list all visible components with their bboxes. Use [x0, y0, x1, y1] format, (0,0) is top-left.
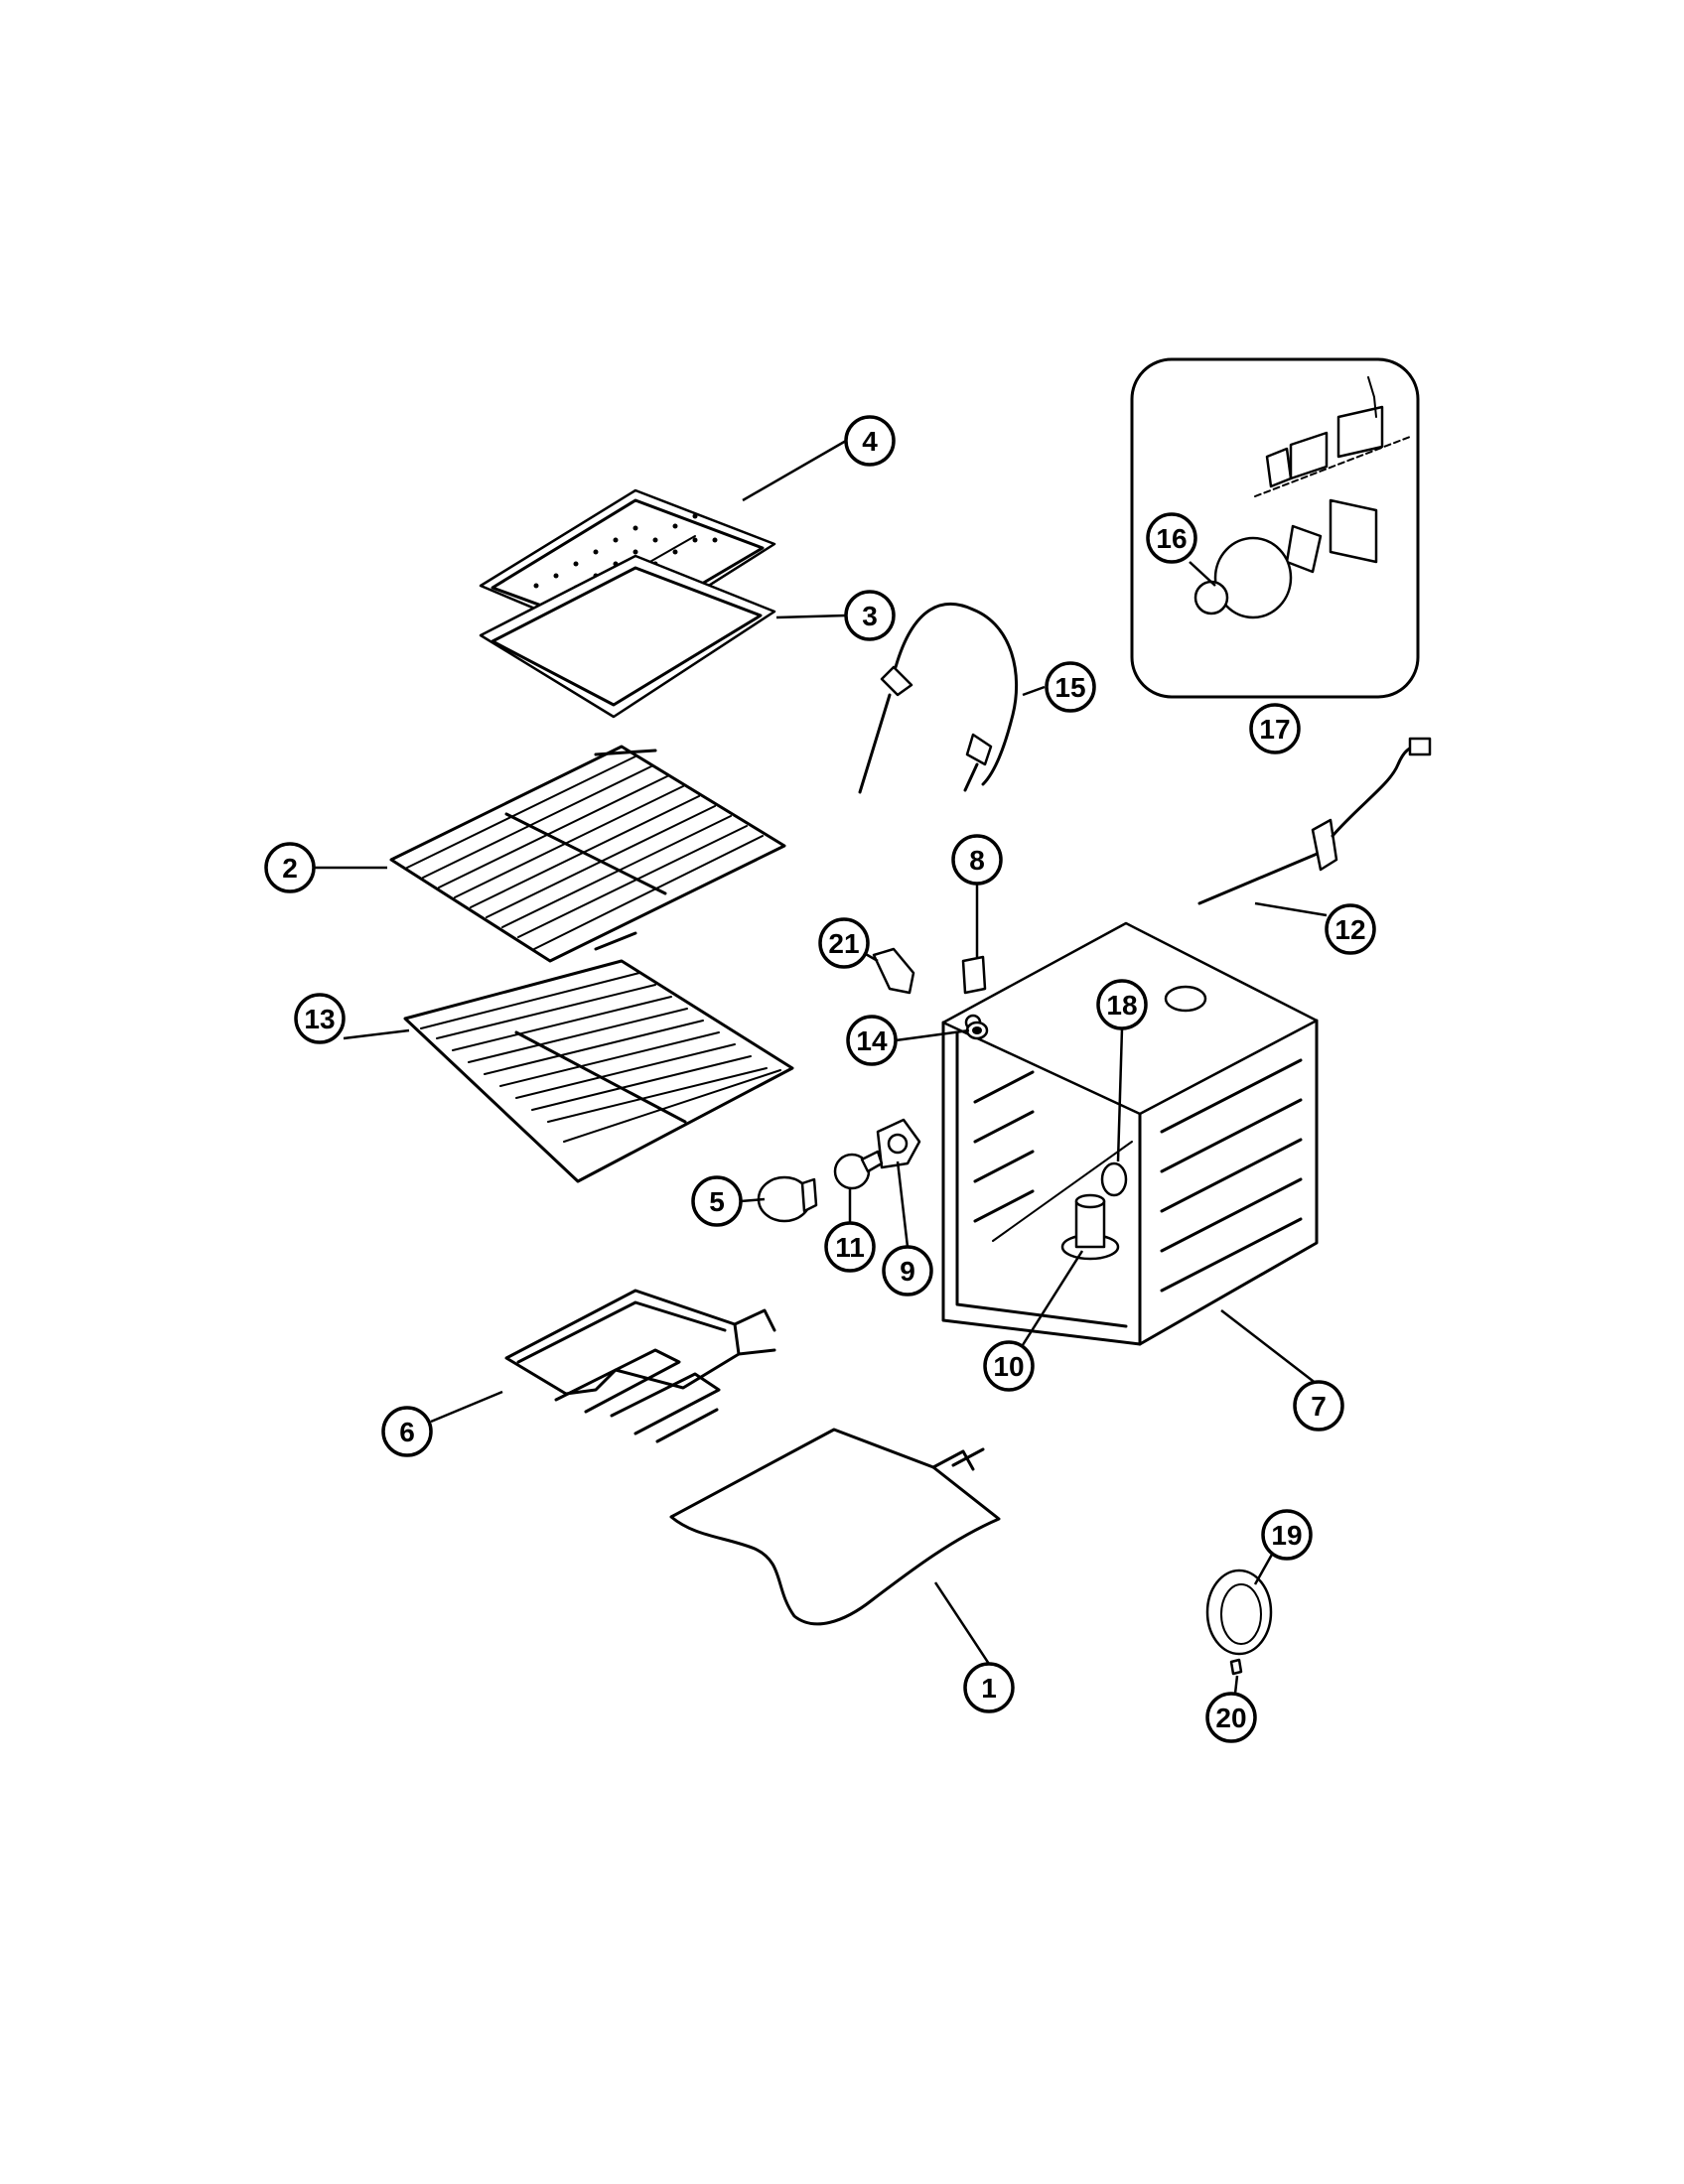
callout-label: 3 — [862, 601, 878, 631]
callout-16: 16 — [1146, 512, 1197, 564]
light-lens-cover-part — [757, 1175, 818, 1223]
callout-3: 3 — [844, 590, 896, 641]
callout-18: 18 — [1096, 979, 1148, 1030]
broiler-pan-part — [479, 554, 776, 719]
broil-element-part — [504, 1289, 776, 1443]
callout-9: 9 — [882, 1245, 933, 1297]
callout-label: 9 — [900, 1256, 915, 1287]
callout-21: 21 — [818, 917, 870, 969]
callout-17: 17 — [1249, 703, 1301, 754]
callout-label: 17 — [1259, 714, 1290, 745]
callout-13: 13 — [294, 993, 346, 1044]
callout-10: 10 — [983, 1340, 1035, 1392]
callout-label: 10 — [993, 1351, 1024, 1382]
callout-label: 4 — [862, 426, 878, 457]
bake-element-part — [669, 1428, 1001, 1626]
callout-label: 2 — [282, 853, 298, 884]
callout-20: 20 — [1205, 1692, 1257, 1743]
callout-8: 8 — [951, 834, 1003, 886]
callout-label: 15 — [1054, 672, 1085, 703]
callout-label: 16 — [1156, 523, 1187, 554]
callout-7: 7 — [1293, 1380, 1344, 1432]
callout-6: 6 — [381, 1406, 433, 1457]
callout-4: 4 — [844, 415, 896, 467]
temperature-sensor-part — [1197, 737, 1432, 905]
bracket-clip-part — [872, 947, 915, 995]
fan-motor-cover-part — [1060, 1193, 1120, 1261]
light-lens-part — [1100, 1161, 1128, 1197]
small-block-part — [961, 955, 987, 995]
light-socket-part — [876, 1118, 921, 1169]
callout-12: 12 — [1325, 903, 1376, 955]
callout-19: 19 — [1261, 1509, 1313, 1561]
callout-label: 14 — [856, 1025, 888, 1056]
callout-14: 14 — [846, 1015, 898, 1066]
callout-label: 5 — [709, 1186, 725, 1217]
callout-label: 7 — [1311, 1391, 1327, 1422]
callout-label: 11 — [835, 1232, 865, 1263]
callout-label: 18 — [1106, 990, 1137, 1021]
callout-label: 20 — [1215, 1703, 1246, 1733]
callout-1: 1 — [963, 1662, 1015, 1713]
callout-label: 1 — [981, 1673, 997, 1704]
callout-label: 12 — [1334, 914, 1365, 945]
grommet-part — [965, 1021, 989, 1040]
callout-label: 21 — [828, 928, 859, 959]
callout-11: 11 — [824, 1221, 876, 1273]
meat-probe-part — [858, 602, 1019, 794]
callout-label: 13 — [304, 1004, 335, 1034]
convection-fan-kit-inset — [1130, 357, 1420, 699]
screw-part — [1229, 1658, 1243, 1676]
callout-label: 6 — [399, 1417, 415, 1447]
lens-cover-part — [1205, 1569, 1273, 1656]
callout-2: 2 — [264, 842, 316, 893]
leader-lines — [314, 439, 1328, 1695]
callout-label: 8 — [969, 845, 985, 876]
callout-label: 19 — [1271, 1520, 1302, 1551]
oven-rack-lower-part — [403, 959, 794, 1183]
callout-15: 15 — [1045, 661, 1096, 713]
light-bulb-part — [833, 1150, 884, 1190]
callout-5: 5 — [691, 1175, 743, 1227]
oven-rack-upper-part — [389, 745, 786, 963]
